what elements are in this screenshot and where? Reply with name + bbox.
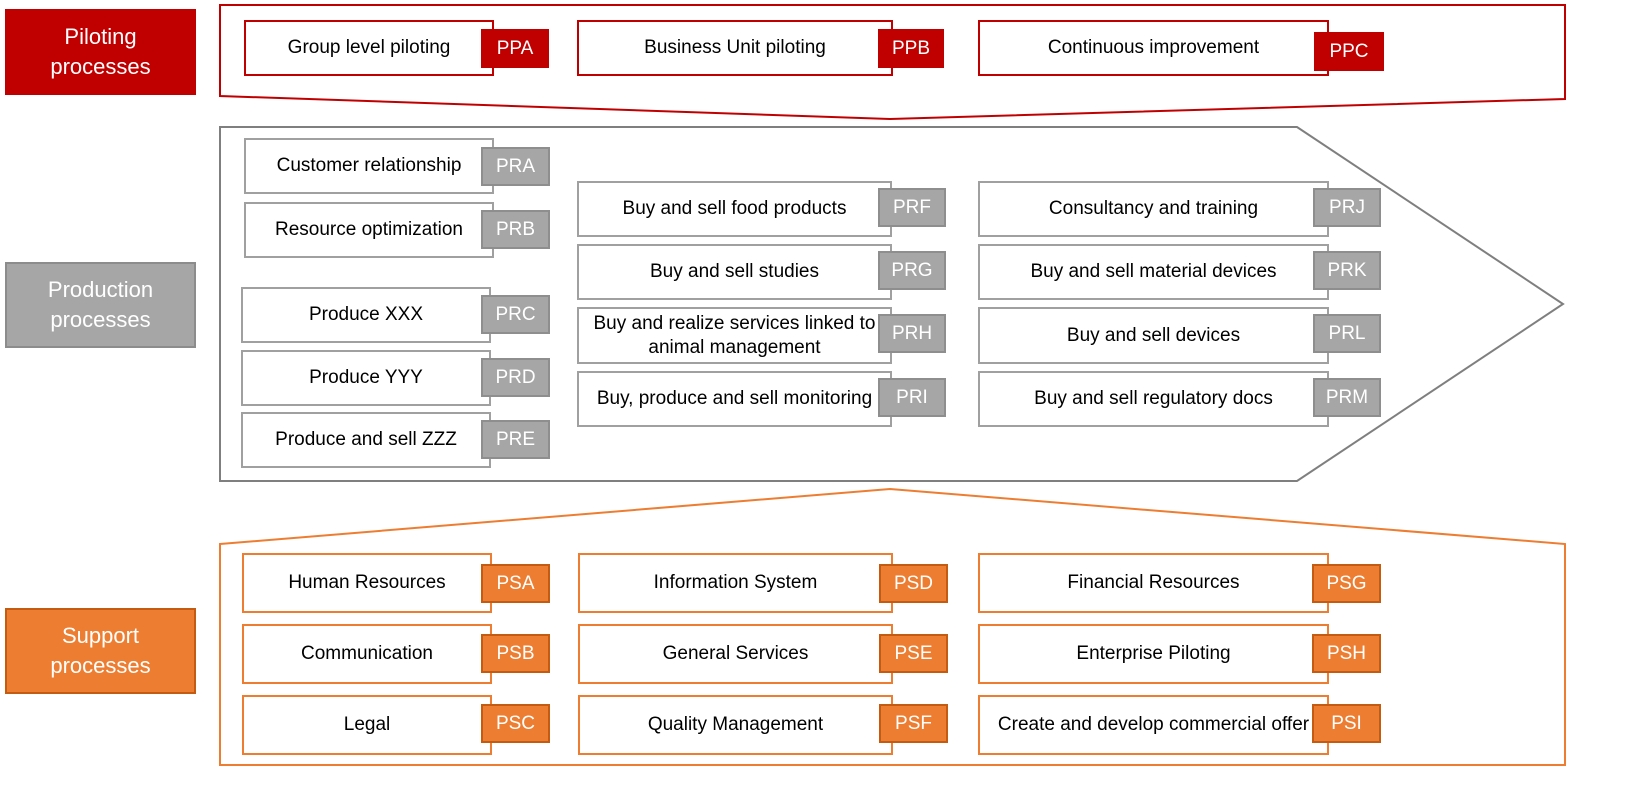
process-code: PSE — [879, 634, 948, 673]
process-code: PRI — [878, 378, 946, 417]
category-support: Support processes — [5, 608, 196, 694]
process-box: Resource optimization — [244, 202, 494, 258]
process-box: Continuous improvement — [978, 20, 1329, 76]
category-production: Production processes — [5, 262, 196, 348]
process-box: Create and develop commercial offer — [978, 695, 1329, 755]
process-box: Buy, produce and sell monitoring — [577, 371, 892, 427]
process-box: Consultancy and training — [978, 181, 1329, 237]
support-frame — [219, 487, 1566, 766]
process-box: Buy and sell material devices — [978, 244, 1329, 300]
process-code: PRA — [481, 147, 550, 186]
process-code: PRJ — [1313, 188, 1381, 227]
process-box: Buy and sell studies — [577, 244, 892, 300]
process-code: PSC — [481, 704, 550, 743]
process-box: Communication — [242, 624, 492, 684]
process-box: Human Resources — [242, 553, 492, 613]
process-box: Buy and realize services linked to anima… — [577, 307, 892, 364]
process-code: PRC — [481, 295, 550, 334]
process-box: Produce YYY — [241, 350, 491, 406]
category-piloting: Piloting processes — [5, 9, 196, 95]
process-box: Legal — [242, 695, 492, 755]
process-code: PSF — [879, 704, 948, 743]
process-code: PRB — [481, 210, 550, 249]
process-code: PRF — [878, 188, 946, 227]
process-code: PRL — [1313, 314, 1381, 353]
process-code: PSA — [481, 564, 550, 603]
process-code: PRH — [878, 314, 946, 353]
process-code: PRK — [1313, 251, 1381, 290]
process-code: PRE — [481, 420, 550, 459]
process-code: PRD — [481, 358, 550, 397]
process-box: Group level piloting — [244, 20, 494, 76]
process-box: General Services — [578, 624, 893, 684]
production-arrow-frame — [219, 126, 1565, 482]
process-code: PPB — [878, 29, 944, 68]
process-box: Buy and sell devices — [978, 307, 1329, 364]
process-box: Produce and sell ZZZ — [241, 412, 491, 468]
process-box: Quality Management — [578, 695, 893, 755]
process-code: PRM — [1313, 378, 1381, 417]
process-code: PSB — [481, 634, 550, 673]
process-box: Customer relationship — [244, 138, 494, 194]
process-box: Enterprise Piloting — [978, 624, 1329, 684]
process-box: Produce XXX — [241, 287, 491, 343]
process-code: PSH — [1312, 634, 1381, 673]
process-box: Business Unit piloting — [577, 20, 893, 76]
process-code: PPA — [481, 29, 549, 68]
process-box: Financial Resources — [978, 553, 1329, 613]
process-box: Information System — [578, 553, 893, 613]
process-box: Buy and sell regulatory docs — [978, 371, 1329, 427]
process-code: PSG — [1312, 564, 1381, 603]
process-box: Buy and sell food products — [577, 181, 892, 237]
process-code: PRG — [878, 251, 946, 290]
piloting-frame — [219, 4, 1566, 121]
process-code: PPC — [1314, 32, 1384, 71]
process-code: PSI — [1312, 704, 1381, 743]
process-code: PSD — [879, 564, 948, 603]
